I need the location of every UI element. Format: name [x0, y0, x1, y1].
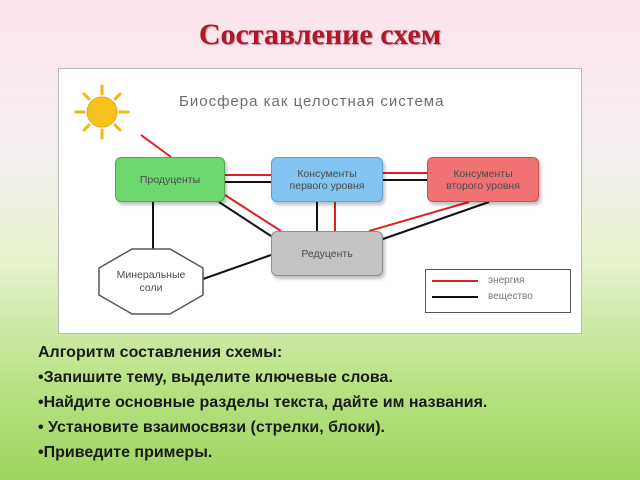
energy-line-producers-reducent — [224, 194, 282, 232]
matter-line-reducent-minerals — [202, 254, 272, 280]
diagram-heading: Биосфера как целостная система — [179, 93, 445, 110]
consumers-first-level-node: Консументы первого уровня — [271, 157, 383, 202]
energy-line-consumers2-reducent — [368, 201, 470, 232]
legend-matter-label: вещество — [488, 291, 533, 302]
matter-line-producers-reducent — [218, 201, 272, 237]
algorithm-step-2: •Найдите основные разделы текста, дайте … — [38, 394, 488, 411]
minerals-label-line2: соли — [139, 281, 163, 294]
legend-matter: вещество — [432, 291, 533, 302]
algorithm-step-3: • Установите взаимосвязи (стрелки, блоки… — [38, 419, 385, 436]
slide-title: Составление схем — [198, 18, 442, 51]
consumers2-label-line1: Консументы — [453, 167, 513, 180]
legend: энергия вещество — [425, 269, 571, 313]
consumers-second-level-node: Консументы второго уровня — [427, 157, 539, 202]
producers-node: Продуценты — [115, 157, 225, 202]
minerals-node: Минеральные соли — [99, 249, 203, 314]
producers-label: Продуценты — [139, 173, 201, 186]
consumers2-label-line2: второго уровня — [446, 179, 520, 192]
energy-line-sun-producers — [140, 134, 172, 158]
consumers1-label-line2: первого уровня — [289, 179, 365, 192]
minerals-octagon — [98, 248, 204, 315]
reducent-node: Редуценть — [271, 231, 383, 276]
sun-icon — [74, 84, 130, 140]
algorithm-step-1: •Запишите тему, выделите ключевые слова. — [38, 369, 393, 386]
legend-energy: энергия — [432, 275, 524, 286]
algorithm-heading: Алгоритм составления схемы: — [38, 344, 283, 361]
biosphere-diagram: Биосфера как целостная система Продуцент… — [58, 68, 582, 334]
algorithm-block: Алгоритм составления схемы: •Запишите те… — [38, 340, 628, 465]
reducent-label: Редуценть — [301, 247, 353, 260]
consumers1-label-line1: Консументы — [297, 167, 357, 180]
minerals-label-line1: Минеральные — [116, 268, 186, 281]
matter-line-consumers2-reducent — [382, 201, 490, 240]
legend-energy-swatch — [432, 279, 478, 282]
diagram-connections — [74, 84, 490, 315]
legend-matter-swatch — [432, 295, 478, 298]
algorithm-step-4: •Приведите примеры. — [38, 444, 213, 461]
legend-energy-label: энергия — [488, 275, 525, 286]
